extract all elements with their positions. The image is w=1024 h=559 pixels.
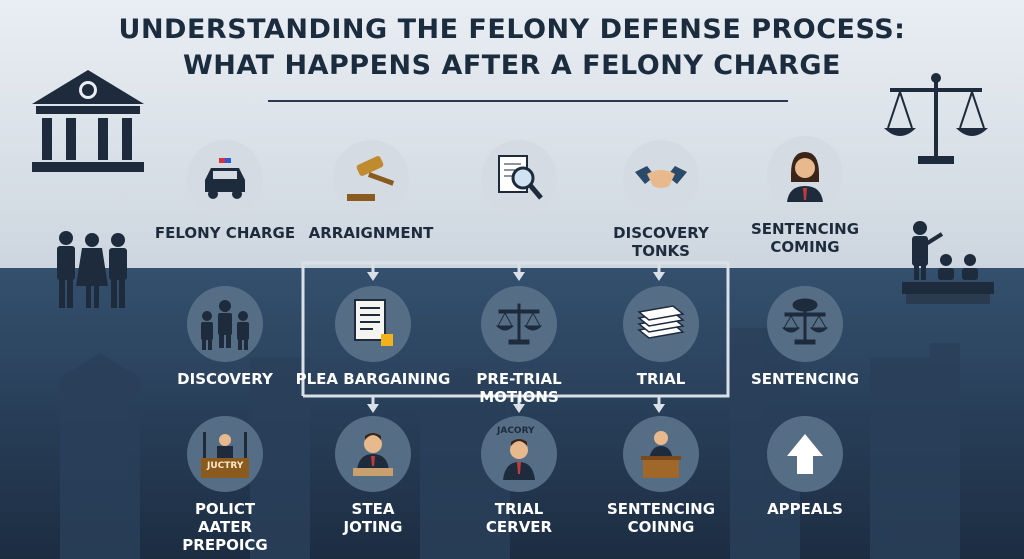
juror-badge: JACORY [497, 426, 535, 436]
step-sentencing-coinng: SENTENCING COINNG [581, 416, 741, 536]
scales-icon [481, 286, 557, 362]
step-label: FELONY CHARGE [154, 224, 296, 242]
step-trial: TRIAL [581, 286, 741, 388]
step-label: DISCOVERY [177, 370, 273, 388]
judge-bench-icon [187, 416, 263, 492]
courthouse-icon [32, 70, 144, 172]
paper-stack-icon [623, 286, 699, 362]
step-label: POLICT AATER PREPOICG [182, 500, 268, 554]
step-felony-charge: FELONY CHARGE [145, 140, 305, 242]
judge-icon [335, 416, 411, 492]
podium-icon [623, 416, 699, 492]
family-icon [57, 231, 127, 308]
title-divider [268, 100, 788, 102]
background-sky [0, 0, 1024, 268]
step-trial-cerver: TRIAL CERVER [439, 416, 599, 536]
step-label: PLEA BARGAINING [295, 370, 451, 388]
step-label: ARRAIGNMENT [308, 224, 434, 242]
page-title: UNDERSTANDING THE FELONY DEFENSE PROCESS… [118, 14, 906, 45]
step-label: TRIAL [636, 370, 686, 388]
city-skyline-icon [60, 328, 960, 559]
step-appeals: APPEALS [725, 416, 885, 518]
step-plea-bargaining: PLEA BARGAINING [293, 286, 453, 388]
step-stea-joting: STEA JOTING [293, 416, 453, 536]
step-sentencing: SENTENCING [725, 286, 885, 388]
step-police-prepoicg: POLICT AATER PREPOICG [145, 416, 305, 554]
step-label: SENTENCING COMING [750, 220, 860, 256]
police-car-icon [187, 140, 263, 216]
gavel-icon [333, 140, 409, 216]
bench-badge: JUCTRY [207, 461, 244, 471]
page-subtitle: WHAT HAPPENS AFTER A FELONY CHARGE [183, 50, 841, 81]
step-investigation [439, 140, 599, 216]
step-pre-trial-motions: PRE-TRIAL MOTIONS [439, 286, 599, 406]
step-label: SENTENCING COINNG [606, 500, 716, 536]
document-icon [335, 286, 411, 362]
courtroom-icon [902, 221, 994, 304]
step-label: STEA JOTING [343, 500, 403, 536]
document-magnifier-icon [481, 140, 557, 216]
juror-icon [481, 416, 557, 492]
group-icon [187, 286, 263, 362]
scales-cloud-icon [767, 286, 843, 362]
step-label: PRE-TRIAL MOTIONS [476, 370, 562, 406]
step-label: DISCOVERY TONKS [613, 224, 709, 260]
step-arraignment: ARRAIGNMENT [291, 140, 451, 242]
arrow-up-icon [767, 416, 843, 492]
handshake-icon [623, 140, 699, 216]
lawyer-icon [767, 136, 843, 212]
scales-of-justice-icon [884, 73, 988, 164]
step-label: TRIAL CERVER [485, 500, 553, 536]
step-label: APPEALS [767, 500, 843, 518]
step-label: SENTENCING [750, 370, 860, 388]
step-sentencing-coming: SENTENCING COMING [725, 136, 885, 256]
step-discovery: DISCOVERY [145, 286, 305, 388]
step-discovery-tonks: DISCOVERY TONKS [581, 140, 741, 260]
